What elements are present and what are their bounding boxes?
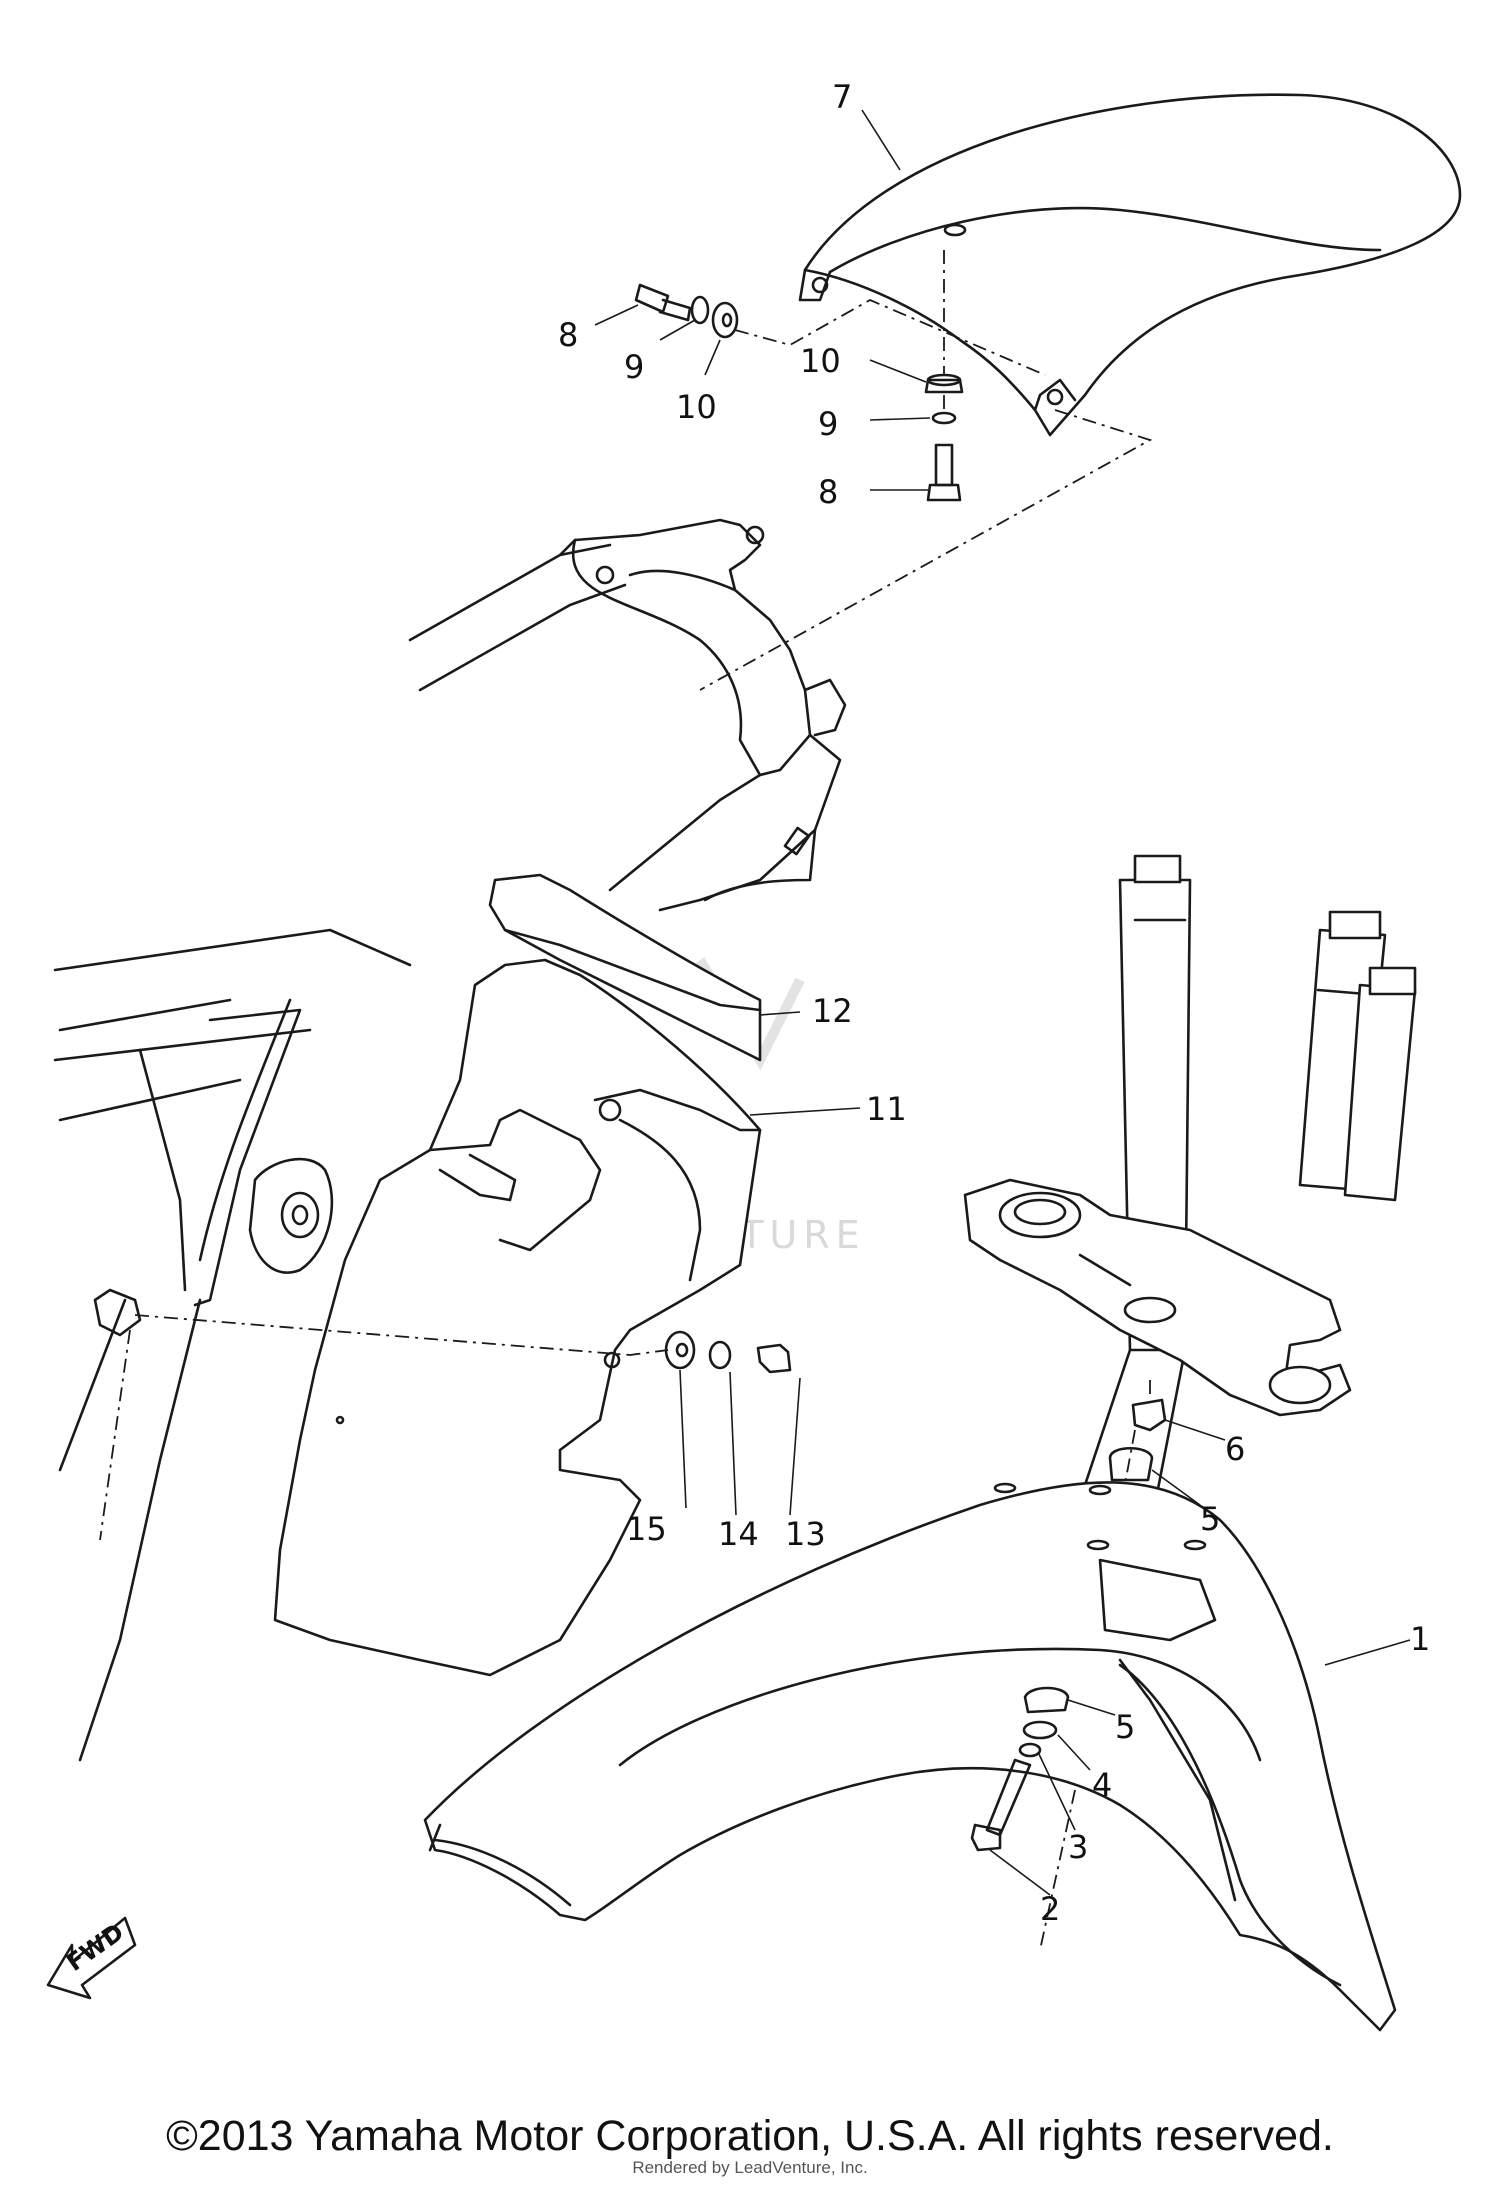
rear-fender-bolt-left	[634, 283, 692, 322]
callout-8-right: 8	[818, 473, 838, 511]
callout-5-top: 5	[1200, 1500, 1220, 1538]
callout-9-right: 9	[818, 405, 838, 443]
rear-fender-bolt-right	[926, 443, 962, 502]
callout-10-right: 10	[800, 342, 841, 380]
callout-15: 15	[626, 1510, 667, 1548]
leader-lines	[594, 109, 1411, 1896]
centerline-left-frame	[99, 1329, 131, 1541]
fwd-arrow: FWD	[46, 1916, 137, 2000]
number-plate	[273, 958, 762, 1677]
centerline-left	[734, 298, 1046, 376]
rear-fender	[798, 93, 1462, 437]
callout-8-left: 8	[558, 316, 578, 354]
callout-14: 14	[718, 1515, 759, 1553]
rear-fender-washer-left	[690, 295, 710, 325]
callout-6: 6	[1225, 1430, 1245, 1468]
plate-washer	[708, 1340, 732, 1370]
frame-front-section	[53, 928, 412, 1762]
plate-damper	[664, 1330, 696, 1370]
fender-damper-top	[1108, 1447, 1154, 1482]
guard-pad	[488, 873, 762, 1062]
callout-12: 12	[812, 992, 853, 1030]
fender-damper-bottom	[1023, 1686, 1070, 1714]
plate-bolt	[756, 1343, 792, 1374]
callout-5-bottom: 5	[1115, 1708, 1135, 1746]
frame-rear-section	[408, 518, 847, 912]
centerline-plate	[134, 1314, 669, 1356]
rear-fender-damper-right	[924, 373, 964, 394]
triple-clamp	[963, 1178, 1352, 1417]
fender-washer-bottom	[1022, 1720, 1058, 1740]
callout-13: 13	[785, 1515, 826, 1553]
centerline-frame	[699, 409, 1153, 691]
fender-spring-washer	[1018, 1742, 1042, 1758]
callout-7: 7	[832, 78, 852, 116]
rear-fender-washer-right	[931, 411, 957, 425]
front-fender	[423, 1481, 1397, 2032]
plate-fasteners	[664, 1330, 792, 1374]
rendered-by-note: Rendered by LeadVenture, Inc.	[632, 2158, 868, 2177]
callout-numbers: 7 8 9 10 10 9 8 12 11 13 14 15 6 5 1 5 4…	[558, 78, 1430, 1928]
callout-4: 4	[1092, 1766, 1112, 1804]
fender-collar-top	[1131, 1398, 1167, 1432]
callout-10-left: 10	[676, 388, 717, 426]
callout-9-left: 9	[624, 348, 644, 386]
callout-1: 1	[1410, 1620, 1430, 1658]
callout-11: 11	[866, 1090, 907, 1128]
rear-fender-damper-left	[711, 301, 739, 339]
fender-bolt-bottom	[970, 1758, 1032, 1852]
callout-3: 3	[1068, 1828, 1088, 1866]
copyright-notice: ©2013 Yamaha Motor Corporation, U.S.A. A…	[166, 2112, 1334, 2160]
callout-2: 2	[1040, 1890, 1060, 1928]
